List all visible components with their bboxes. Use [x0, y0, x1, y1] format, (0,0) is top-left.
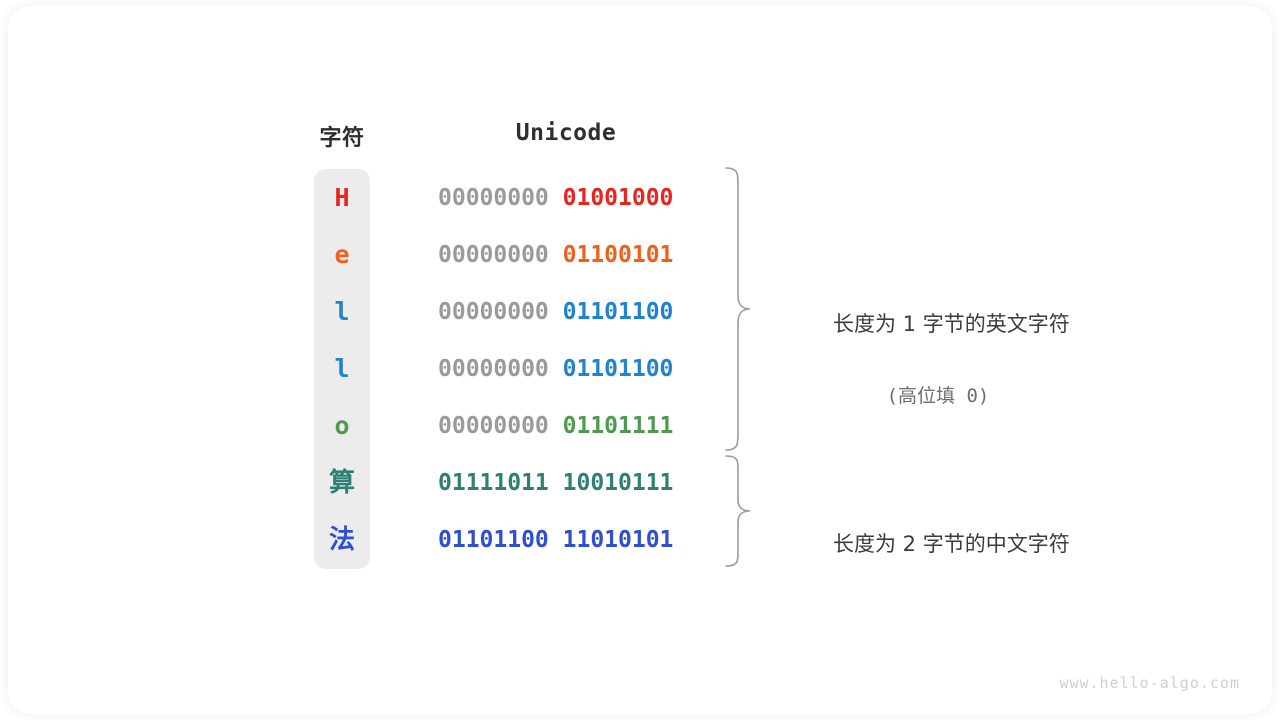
unicode-bits-cell: 00000000 01100101 [438, 233, 734, 277]
character-cell: 算 [328, 468, 355, 498]
unicode-high-byte: 00000000 [438, 185, 563, 211]
unicode-bits-cell: 01111011 10010111 [438, 461, 734, 505]
table-row: o 00000000 01101111 [314, 404, 734, 448]
character-cell: l [334, 354, 350, 383]
table-row: e 00000000 01100101 [314, 233, 734, 277]
unicode-bits-cell: 00000000 01101111 [438, 404, 734, 448]
unicode-low-byte: 01001000 [562, 185, 674, 211]
character-cell: 法 [328, 525, 355, 555]
unicode-high-byte: 00000000 [438, 356, 563, 382]
character-cell: l [334, 297, 350, 326]
table-row: H 00000000 01001000 [314, 176, 734, 220]
unicode-low-byte: 11010101 [562, 527, 674, 553]
unicode-low-byte: 01101100 [562, 356, 674, 382]
annotation-english: 长度为 1 字节的英文字符 (高位填 0) [778, 270, 1098, 486]
annotation-chinese-main: 长度为 2 字节的中文字符 [832, 532, 1070, 556]
curly-brace-icon [725, 167, 751, 451]
table-row: l 00000000 01101100 [314, 347, 734, 391]
annotation-english-main: 长度为 1 字节的英文字符 [832, 312, 1070, 336]
brace-english-group [720, 164, 760, 459]
unicode-low-byte: 10010111 [562, 470, 674, 496]
character-cell: H [334, 183, 350, 212]
figure-card: 字符 Unicode H 00000000 01001000 e 00000000 0… [8, 6, 1272, 714]
column-header-unicode: Unicode [515, 120, 617, 146]
unicode-bits-cell: 01101100 11010101 [438, 518, 734, 562]
unicode-high-byte: 01111011 [438, 470, 563, 496]
character-column-background [314, 169, 370, 569]
watermark: www.hello-algo.com [1059, 674, 1240, 692]
column-header-character: 字符 [319, 125, 365, 150]
unicode-bits-cell: 00000000 01001000 [438, 176, 734, 220]
unicode-low-byte: 01101111 [562, 413, 674, 439]
unicode-high-byte: 00000000 [438, 413, 563, 439]
unicode-high-byte: 00000000 [438, 299, 563, 325]
curly-brace-icon [725, 455, 751, 567]
table-row: 法 01101100 11010101 [314, 518, 734, 562]
annotation-english-sub: (高位填 0) [886, 385, 990, 407]
unicode-bits-cell: 00000000 01101100 [438, 347, 734, 391]
unicode-high-byte: 01101100 [438, 527, 563, 553]
brace-chinese-group [720, 452, 760, 575]
table-row: l 00000000 01101100 [314, 290, 734, 334]
unicode-high-byte: 00000000 [438, 242, 563, 268]
unicode-bits-cell: 00000000 01101100 [438, 290, 734, 334]
unicode-low-byte: 01100101 [562, 242, 674, 268]
character-cell: e [334, 240, 350, 269]
table-row: 算 01111011 10010111 [314, 461, 734, 505]
annotation-chinese: 长度为 2 字节的中文字符 [778, 490, 1098, 598]
character-cell: o [334, 411, 350, 440]
unicode-low-byte: 01101100 [562, 299, 674, 325]
